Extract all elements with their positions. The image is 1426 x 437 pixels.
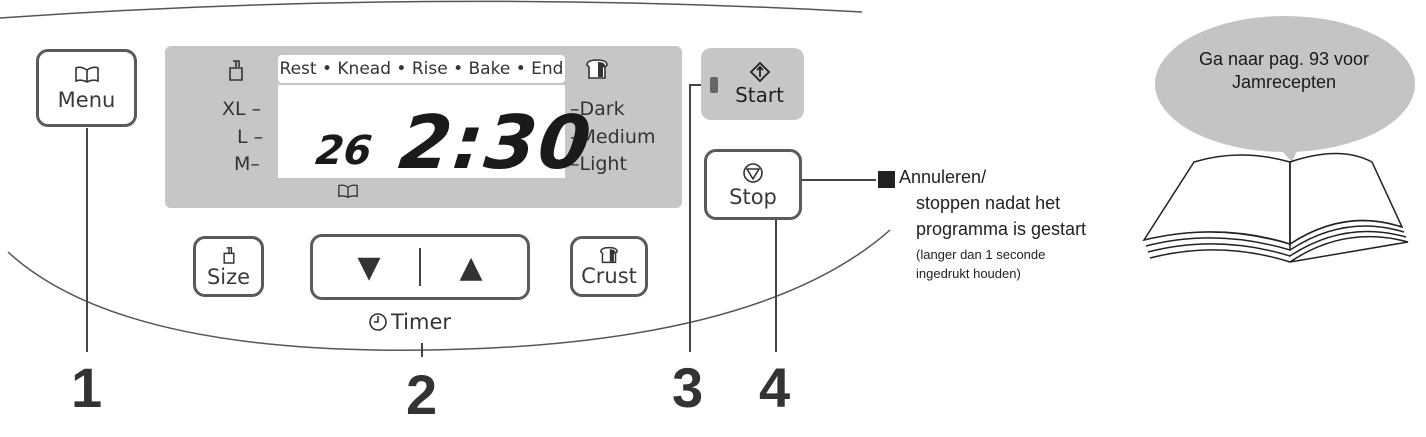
timer-up-button[interactable]: ▲	[459, 249, 483, 285]
menu-number-readout: 26	[313, 128, 375, 174]
start-button[interactable]: Start	[701, 48, 804, 120]
start-indicator-light	[710, 77, 718, 93]
open-book-icon	[1142, 152, 1409, 263]
stage-indicator: Rest • Knead • Rise • Bake • End	[278, 55, 565, 83]
crust-dark-label: –Dark	[570, 98, 625, 120]
stop-note-line-2: stoppen nadat het	[916, 193, 1061, 213]
stop-button-label: Stop	[729, 184, 777, 209]
timer-icon	[369, 313, 387, 331]
stop-button[interactable]: Stop	[704, 149, 802, 220]
bread-icon	[600, 246, 618, 264]
size-button-label: Size	[206, 265, 251, 289]
crust-medium-label: –Medium	[570, 126, 656, 148]
menu-button[interactable]: Menu	[36, 49, 137, 127]
menu-button-label: Menu	[57, 87, 116, 112]
stop-note-line-5: ingedrukt houden)	[916, 266, 1021, 281]
time-readout: 2:30	[395, 100, 597, 186]
start-icon	[749, 61, 770, 83]
crust-button-label: Crust	[581, 264, 637, 288]
start-button-label: Start	[735, 83, 784, 107]
size-button[interactable]: Size	[193, 236, 264, 297]
bubble-line-1: Ga naar pag. 93 voor	[1198, 49, 1370, 69]
size-xl-label: XL –	[222, 98, 262, 120]
timer-down-button[interactable]: ▼	[357, 249, 381, 285]
note-bullet-square	[878, 171, 895, 188]
lcd-screen	[278, 85, 565, 178]
stop-note-line-3: programma is gestart	[916, 219, 1087, 239]
leader-line-3	[689, 84, 702, 352]
size-l-label: L –	[237, 126, 264, 148]
stop-icon	[743, 162, 763, 183]
bread-icon	[586, 59, 608, 79]
appliance-top-edge	[0, 0, 863, 19]
speech-bubble-text: Ga naar pag. 93 voor Jamrecepten	[1164, 48, 1404, 95]
stop-note-line-4: (langer dan 1 seconde	[916, 247, 1046, 262]
size-m-label: M–	[234, 153, 260, 175]
book-indicator-icon	[338, 184, 358, 199]
timer-label: Timer	[368, 310, 451, 334]
arrow-divider	[419, 248, 421, 286]
callout-number-3: 3	[672, 356, 704, 419]
book-icon	[74, 66, 99, 83]
stop-note-line-1: Annuleren/	[899, 167, 987, 187]
bubble-line-2: Jamrecepten	[1231, 72, 1337, 93]
weight-icon	[222, 247, 235, 264]
appliance-panel-edge	[7, 229, 891, 351]
callout-number-2: 2	[406, 363, 438, 426]
timer-label-text: Timer	[391, 310, 452, 334]
crust-button[interactable]: Crust	[570, 236, 648, 297]
timer-arrow-buttons: ▼ ▲	[310, 234, 530, 300]
crust-light-label: –Light	[570, 153, 627, 175]
callout-number-1: 1	[71, 356, 103, 419]
weight-icon	[229, 60, 243, 81]
speech-bubble	[1155, 16, 1415, 162]
callout-number-4: 4	[759, 356, 791, 419]
